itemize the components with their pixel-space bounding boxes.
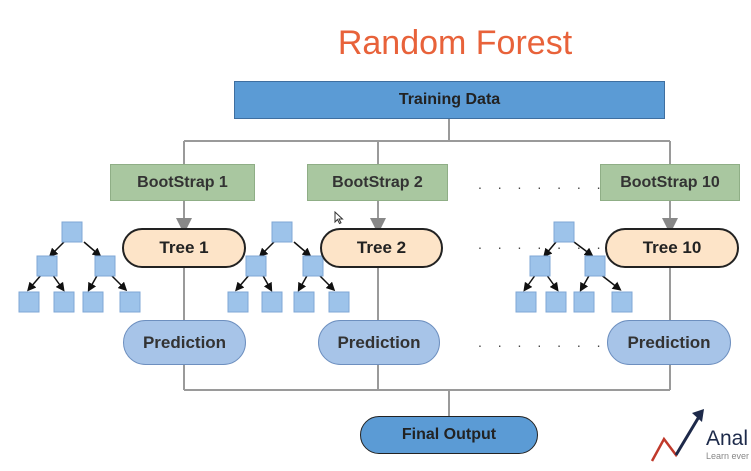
training-data-box: Training Data	[234, 81, 665, 119]
bootstrap-10-box: BootStrap 10	[600, 164, 740, 201]
prediction-1-box: Prediction	[123, 320, 246, 365]
mini-tree-icon-1	[18, 221, 141, 313]
bootstrap-2-box: BootStrap 2	[307, 164, 448, 201]
ellipsis-bootstrap: . . . . . . .	[478, 176, 607, 192]
prediction-10-box: Prediction	[607, 320, 731, 365]
logo-name: Anal	[706, 427, 749, 450]
mini-tree-icon-3	[515, 221, 633, 313]
trend-arrow-icon	[650, 409, 704, 462]
ellipsis-prediction: . . . . . . .	[478, 334, 607, 350]
tree-10-box: Tree 10	[605, 228, 739, 268]
tree-1-box: Tree 1	[122, 228, 246, 268]
mouse-cursor-icon	[334, 211, 344, 225]
brand-logo: Anal Learn ever	[648, 405, 751, 471]
diagram-title: Random Forest	[337, 24, 573, 62]
tree-2-box: Tree 2	[320, 228, 443, 268]
final-output-box: Final Output	[360, 416, 538, 454]
prediction-2-box: Prediction	[318, 320, 440, 365]
ellipsis-tree: . . . . . . .	[478, 236, 607, 252]
logo-tagline: Learn ever	[706, 451, 750, 461]
mini-tree-icon-2	[227, 221, 350, 313]
bootstrap-1-box: BootStrap 1	[110, 164, 255, 201]
connector-group	[176, 119, 678, 416]
